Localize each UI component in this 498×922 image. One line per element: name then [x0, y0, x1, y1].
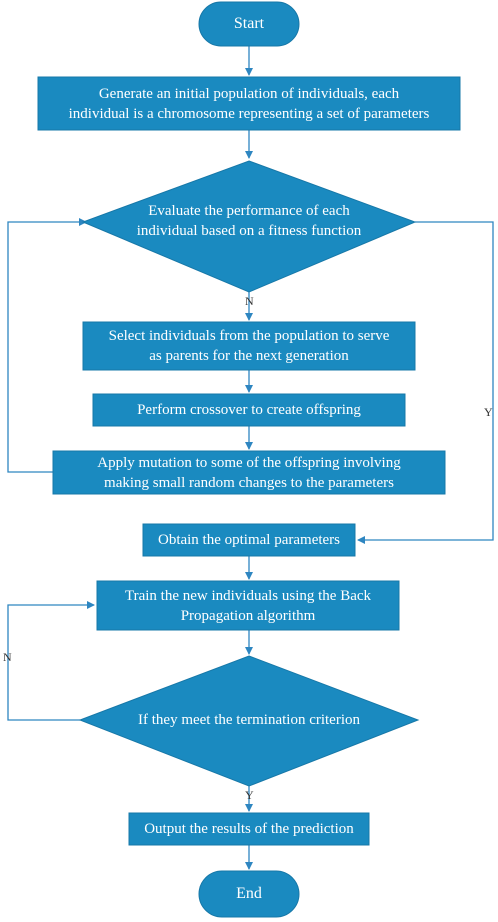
output-results-label: Output the results of the prediction [144, 821, 354, 837]
edge-termination-no-to-train [7, 601, 95, 721]
evaluate-fitness-label: Evaluate the performance of each individ… [136, 203, 362, 239]
end-label: End [236, 885, 262, 902]
evaluate-yes-label: Y [484, 405, 493, 419]
generate-population-box [37, 76, 461, 131]
optimal-parameters-label: Obtain the optimal parameters [157, 532, 341, 548]
edge-evaluate-yes-to-optimal [357, 221, 494, 544]
termination-no-label: N [3, 650, 12, 664]
evaluate-fitness-decision [81, 160, 417, 293]
select-parents-box [82, 321, 416, 371]
evaluate-no-label: N [245, 294, 254, 308]
train-backpropagation-label: Train the new individuals using the Back… [124, 587, 372, 624]
mutation-box [52, 450, 446, 495]
termination-decision [78, 655, 420, 787]
start-label: Start [233, 15, 265, 32]
train-backpropagation-box [96, 580, 400, 631]
end-terminal [198, 870, 300, 918]
start-terminal [198, 1, 300, 47]
output-results-box [128, 812, 370, 846]
termination-yes-label: Y [245, 788, 254, 802]
crossover-label: Perform crossover to create offspring [137, 402, 361, 418]
termination-label: If they meet the termination criterion [138, 712, 360, 728]
crossover-box [92, 393, 406, 427]
mutation-label: Apply mutation to some of the offspring … [97, 454, 401, 491]
generate-population-label: Generate an initial population of indivi… [68, 85, 430, 122]
select-parents-label: Select individuals from the population t… [108, 328, 390, 364]
edge-mutation-loop-to-evaluate [7, 218, 87, 473]
optimal-parameters-box [142, 523, 356, 557]
